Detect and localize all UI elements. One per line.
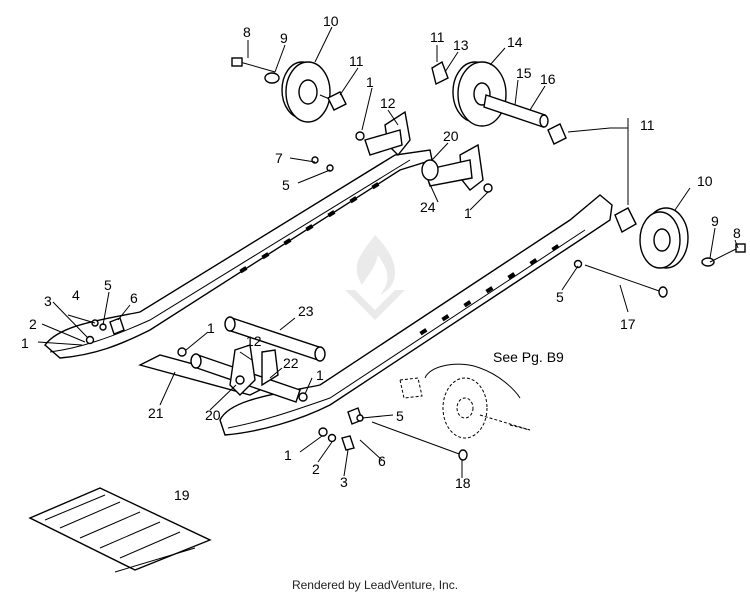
- callout-7: 7: [275, 150, 283, 166]
- callout-24: 24: [420, 199, 436, 215]
- callout-19: 19: [174, 487, 190, 503]
- callout-11: 11: [430, 29, 445, 45]
- callout-labels: 8 9 10 11 1 12 7 5 11 13 14 15 16 11 20 …: [21, 13, 741, 503]
- callout-1: 1: [366, 74, 374, 90]
- callout-4: 4: [72, 287, 80, 303]
- callout-20: 20: [443, 128, 459, 144]
- callout-5: 5: [556, 289, 564, 305]
- callout-8: 8: [733, 225, 741, 241]
- bearing-11-left: [327, 91, 347, 111]
- callout-5: 5: [282, 177, 290, 193]
- callout-1: 1: [207, 320, 215, 336]
- callout-15: 15: [516, 65, 532, 81]
- callout-22: 22: [283, 355, 299, 371]
- callout-5: 5: [396, 408, 404, 424]
- washer-9-left: [264, 72, 280, 84]
- callout-23: 23: [298, 303, 314, 319]
- callout-10: 10: [697, 173, 713, 189]
- callout-10: 10: [323, 13, 339, 29]
- callout-12: 12: [246, 333, 262, 349]
- callout-9: 9: [711, 213, 719, 229]
- callout-13: 13: [453, 37, 469, 53]
- bearing-11-right: [547, 123, 567, 145]
- callout-17: 17: [620, 316, 636, 332]
- callout-1: 1: [284, 447, 292, 463]
- callout-11: 11: [349, 53, 364, 69]
- callout-2: 2: [29, 316, 37, 332]
- callout-5: 5: [104, 277, 112, 293]
- bearing-11-far-right: [614, 207, 637, 234]
- idler-wheel-axle: [452, 61, 549, 128]
- left-rail: [44, 149, 433, 359]
- callout-9: 9: [280, 30, 288, 46]
- washer-9-right: [701, 257, 715, 267]
- bolt-8-left: [231, 57, 276, 73]
- callout-14: 14: [507, 34, 523, 50]
- bolt-18: [371, 421, 468, 461]
- bracket-lower: [229, 344, 279, 396]
- callout-11: 11: [640, 117, 655, 133]
- callout-20: 20: [205, 407, 221, 423]
- idler-wheel-right: [639, 207, 689, 269]
- idler-wheel-upper: [281, 61, 333, 123]
- bracket-upper-12: [364, 110, 411, 157]
- callout-6: 6: [130, 290, 138, 306]
- callout-3: 3: [340, 474, 348, 490]
- bolt-17: [584, 264, 668, 298]
- callout-6: 6: [378, 453, 386, 469]
- watermark-logo: [345, 235, 405, 320]
- footer-credit: Rendered by LeadVenture, Inc.: [291, 578, 459, 592]
- callout-12: 12: [380, 95, 396, 111]
- callout-1: 1: [464, 205, 472, 221]
- callout-8: 8: [243, 24, 251, 40]
- rear-wheel-reference: [399, 377, 531, 439]
- bracket-upper-24: [421, 143, 484, 191]
- see-page-bracket: [424, 363, 521, 399]
- leader-lines: [37, 26, 739, 478]
- callout-21: 21: [148, 405, 164, 421]
- bolt-8-right: [709, 243, 746, 263]
- callout-1: 1: [21, 335, 29, 351]
- callout-3: 3: [44, 293, 52, 309]
- callout-18: 18: [455, 475, 471, 491]
- callout-2: 2: [312, 461, 320, 477]
- callout-1: 1: [316, 367, 324, 383]
- right-rail: [219, 194, 613, 436]
- see-page-note: See Pg. B9: [493, 349, 564, 365]
- callout-16: 16: [540, 71, 556, 87]
- track-section: [28, 487, 212, 573]
- cross-shaft-23: [224, 316, 326, 362]
- bearing-11-center: [431, 60, 449, 86]
